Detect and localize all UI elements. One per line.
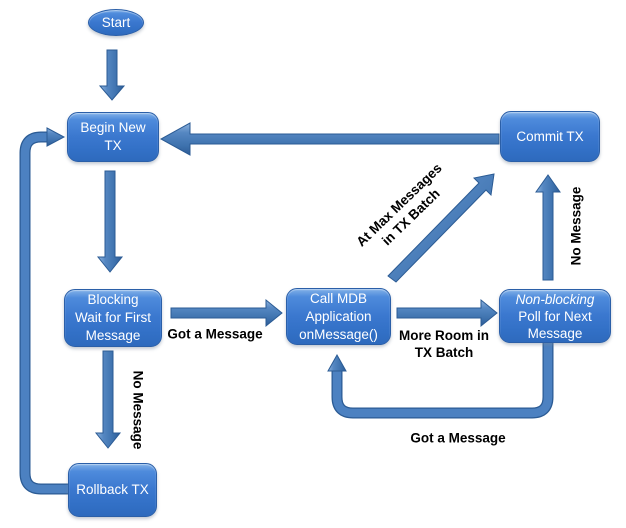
arrow-blocking-to-callmdb: [170, 298, 283, 328]
node-poll-next-line3: Message: [527, 325, 583, 341]
edge-label-more-room: More Room in TX Batch: [399, 328, 489, 360]
node-blocking-wait-line2: Wait for First: [75, 310, 151, 325]
node-commit-tx: Commit TX: [500, 111, 600, 162]
node-call-mdb-line1: Call MDB: [309, 290, 367, 306]
edge-label-got-a-message-first: Got a Message: [167, 326, 263, 342]
node-call-mdb-line3: onMessage(): [299, 326, 378, 342]
edge-label-no-message-up: No Message: [568, 186, 584, 266]
node-begin-tx-line1: Begin New: [80, 120, 146, 135]
arrow-commit-to-begin: [159, 122, 500, 156]
node-poll-next-line2: Poll for Next: [518, 308, 592, 324]
node-start-label: Start: [101, 14, 131, 30]
node-call-mdb-line2: Application: [305, 308, 372, 324]
node-rollback-tx: Rollback TX: [68, 463, 157, 517]
arrow-start-to-begin: [98, 49, 126, 101]
arrow-callmdb-to-commit: [387, 173, 495, 283]
node-blocking-wait: Blocking Wait for First Message: [64, 289, 162, 347]
node-rollback-tx-label: Rollback TX: [76, 482, 149, 497]
edge-label-no-message-down: No Message: [130, 370, 146, 450]
edge-label-got-a-message-loop: Got a Message: [410, 430, 506, 446]
node-commit-tx-label: Commit TX: [516, 128, 584, 144]
arrow-poll-to-commit: [535, 174, 561, 281]
node-call-mdb: Call MDB Application onMessage(): [286, 288, 391, 345]
node-blocking-wait-line3: Message: [85, 328, 141, 343]
node-poll-next: Non-blocking Poll for Next Message: [499, 289, 611, 343]
node-poll-next-italic-line: Non-blocking: [515, 291, 595, 307]
node-begin-tx: Begin New TX: [67, 112, 159, 162]
arrow-rollback-to-begin: [19, 127, 70, 495]
node-start: Start: [88, 9, 144, 36]
node-blocking-wait-line1: Blocking: [87, 292, 139, 307]
arrow-blocking-to-rollback: [94, 350, 122, 449]
node-begin-tx-line2: TX: [104, 138, 122, 153]
arrow-begin-to-blocking: [96, 170, 124, 273]
arrow-poll-to-callmdb: [327, 340, 554, 419]
arrow-callmdb-to-poll: [396, 298, 498, 328]
